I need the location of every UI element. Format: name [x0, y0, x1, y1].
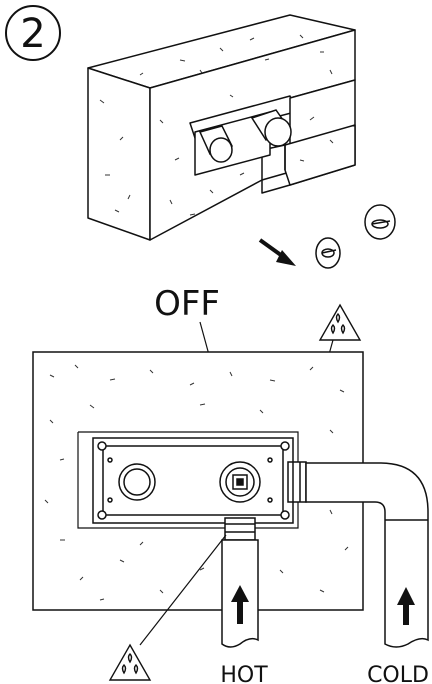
valve-cap-large — [364, 204, 396, 240]
step-badge: 2 — [5, 5, 61, 61]
warning-leader-bottom — [139, 534, 227, 646]
cold-label: COLD — [367, 663, 429, 684]
valve-cap-small — [315, 237, 341, 269]
valve-right — [219, 461, 261, 503]
wall-cavity — [77, 431, 299, 529]
water-drops-warning-icon — [108, 643, 152, 681]
valve-cylinders-3d — [198, 109, 292, 163]
cold-pipe — [305, 462, 429, 648]
cold-flow-arrow-icon — [397, 587, 415, 625]
hot-flow-arrow-icon — [231, 585, 249, 624]
arrow-icon — [258, 238, 296, 266]
step-number: 2 — [20, 11, 45, 57]
off-label: OFF — [154, 284, 220, 324]
water-drops-warning-icon — [318, 303, 362, 341]
valve-left — [118, 463, 156, 501]
hot-label: HOT — [220, 663, 268, 684]
hot-fitting — [224, 517, 256, 541]
concrete-texture-bottom — [44, 364, 349, 601]
concrete-texture-top — [99, 34, 334, 216]
cold-fitting — [287, 461, 307, 503]
